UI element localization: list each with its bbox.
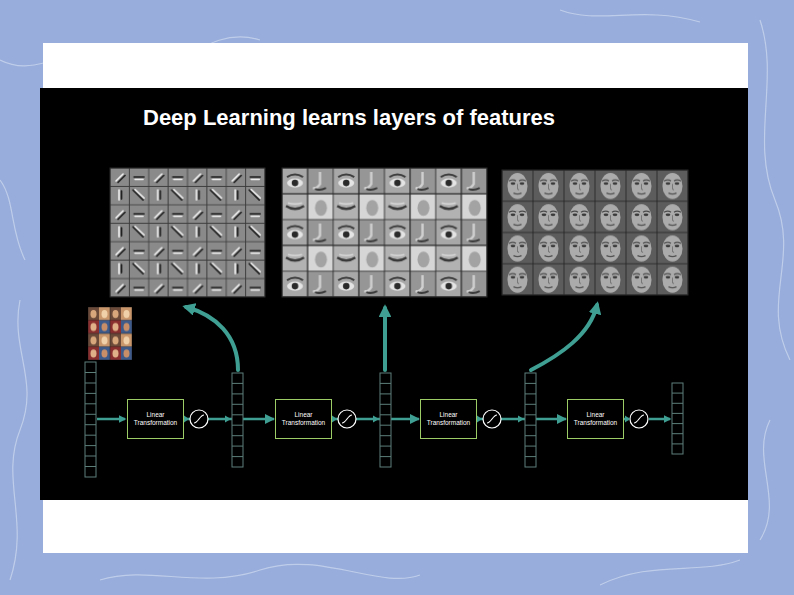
box-label: Linear Transformation xyxy=(424,411,473,427)
vector-cells xyxy=(232,383,243,456)
hidden-vector xyxy=(525,373,536,467)
diagram-title: Deep Learning learns layers of features xyxy=(143,105,555,131)
arrowhead xyxy=(225,416,231,423)
arrowhead xyxy=(373,416,379,423)
process-box: Linear Transformation xyxy=(127,399,184,439)
feature-arrow xyxy=(186,307,238,370)
arrowhead xyxy=(332,416,337,423)
input-photos xyxy=(88,307,132,360)
vector-cells xyxy=(672,393,683,444)
black-panel xyxy=(40,88,748,500)
vector-cells xyxy=(85,373,96,467)
arrowhead xyxy=(184,416,189,423)
sigmoid-curve xyxy=(634,415,644,423)
sigmoid-symbol xyxy=(630,410,648,428)
sigmoid-curve xyxy=(194,415,204,423)
sigmoid-symbol xyxy=(338,410,356,428)
feature-arrows xyxy=(186,305,597,370)
output-vector xyxy=(672,383,683,454)
process-box: Linear Transformation xyxy=(567,399,624,439)
process-box: Linear Transformation xyxy=(420,399,477,439)
sigmoid-curve xyxy=(342,415,352,423)
arrowhead xyxy=(625,416,630,423)
input-vector xyxy=(85,362,96,477)
arrowhead xyxy=(477,416,482,423)
edge-feature-grid xyxy=(110,168,265,297)
face-feature-grid xyxy=(502,170,688,295)
box-label: Linear Transformation xyxy=(279,411,328,427)
sigmoid-symbol xyxy=(190,410,208,428)
vector-cells xyxy=(380,383,391,456)
sigmoid-symbol xyxy=(483,410,501,428)
sigmoid-curve xyxy=(487,415,497,423)
feature-arrow xyxy=(383,308,387,370)
hidden-vector xyxy=(232,373,243,467)
box-label: Linear Transformation xyxy=(571,411,620,427)
part-feature-grid xyxy=(282,168,487,297)
process-box: Linear Transformation xyxy=(275,399,332,439)
vein-texture xyxy=(0,10,790,585)
arrowhead xyxy=(518,416,524,423)
input-arrow xyxy=(97,418,125,421)
vector-cells xyxy=(525,383,536,456)
feature-arrow xyxy=(531,305,597,370)
box-label: Linear Transformation xyxy=(131,411,180,427)
hidden-vector xyxy=(380,373,391,467)
vectors xyxy=(85,362,683,477)
output-arrow xyxy=(649,418,670,421)
